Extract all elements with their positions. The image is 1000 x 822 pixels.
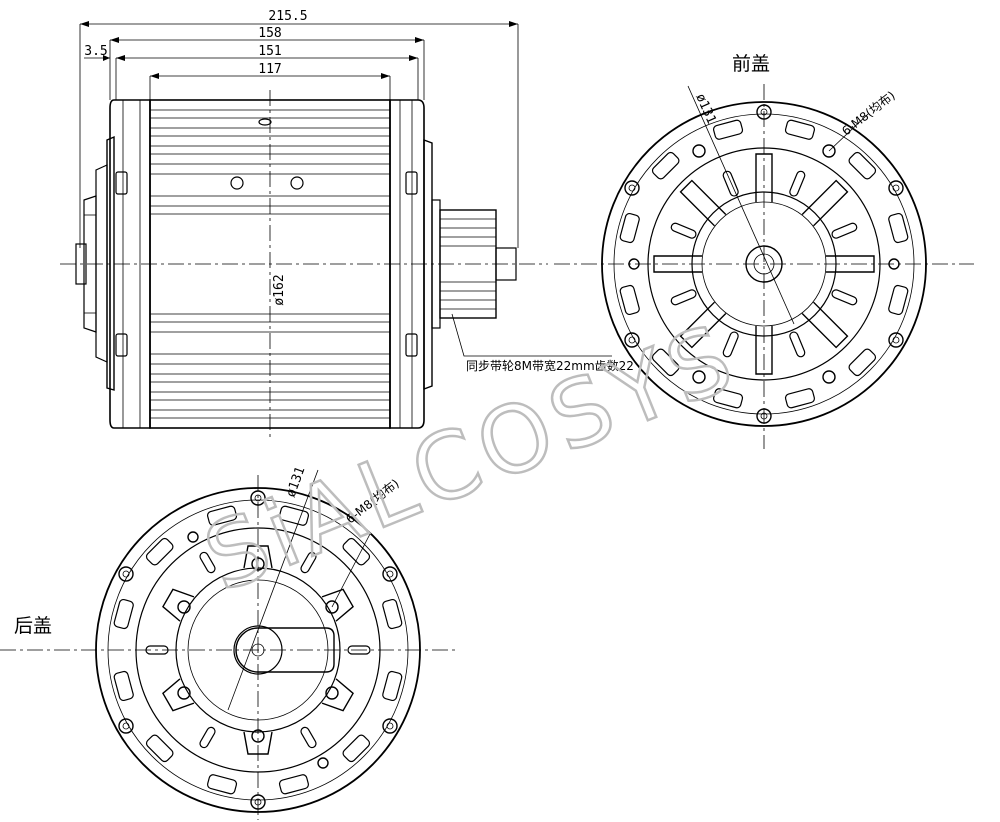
front-bolt-circle-label: ø131 [692, 92, 718, 127]
front-bolt-holes [624, 104, 904, 424]
flange-offset-label: 3.5 [84, 44, 107, 59]
front-cover-title: 前盖 [732, 53, 770, 75]
timing-pulley [431, 199, 517, 329]
sensor-plate [235, 627, 335, 673]
body-length-label: 158 [258, 26, 281, 41]
cooling-fins-bottom [150, 313, 390, 419]
rear-bolt-holes [118, 490, 398, 810]
pulley-note: 同步带轮8M带宽22mm齿数22 [466, 358, 634, 373]
side-view: ø162 215.5 158 151 117 3.5 [60, 9, 634, 440]
fin-length-label: 117 [258, 62, 281, 77]
overall-length-label: 215.5 [268, 9, 307, 24]
rear-hub-bosses [145, 545, 371, 755]
side-view-dimensions [79, 21, 519, 248]
rear-vent-slots [113, 505, 403, 795]
front-spokes [653, 153, 875, 375]
front-screw-note: 6-M8(均布) [839, 88, 898, 138]
watermark: SiALCOSYS [191, 303, 752, 613]
housing-length-label: 151 [258, 44, 281, 59]
body-diameter-label: ø162 [272, 274, 287, 305]
front-vent-slots [619, 119, 909, 409]
rear-cover-title: 后盖 [14, 615, 52, 637]
cooling-fins-top [150, 109, 390, 215]
